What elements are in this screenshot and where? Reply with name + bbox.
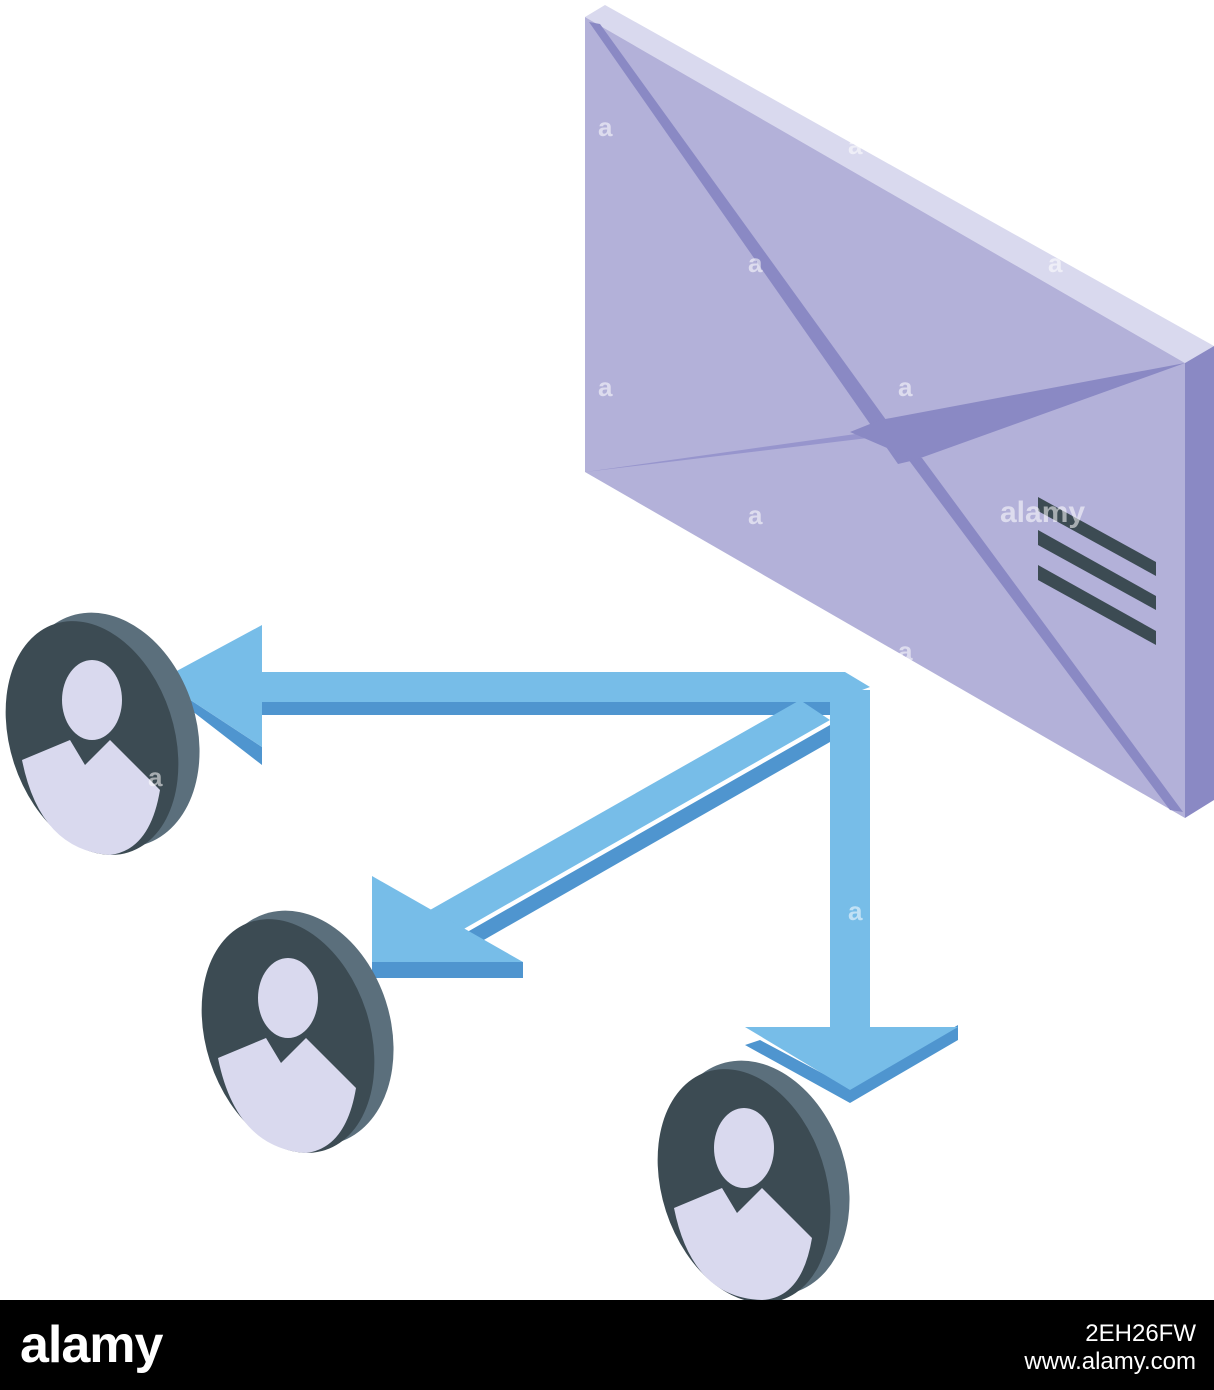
user-avatar-icon: [22, 660, 160, 855]
user-avatar-icon: [674, 1108, 812, 1300]
envelope-side-edge: [1185, 346, 1214, 818]
arrow-left-head: [160, 625, 262, 747]
footer-image-info: 2EH26FW www.alamy.com: [1024, 1320, 1196, 1376]
recipient-avatar-1: [5, 612, 200, 855]
site-url: www.alamy.com: [1024, 1348, 1196, 1375]
arrow-diagonal-shaft: [430, 700, 830, 930]
address-line-3: [1038, 565, 1156, 645]
recipient-avatar-2: [201, 910, 394, 1153]
arrow-left-shaft: [262, 672, 870, 702]
email-distribution-illustration: [5, 5, 1214, 1300]
image-code: 2EH26FW: [1085, 1320, 1196, 1347]
arrow-down-shaft: [830, 690, 870, 1027]
recipient-avatar-3: [657, 1060, 850, 1300]
user-avatar-icon: [218, 958, 356, 1153]
arrow-diagonal-side: [462, 725, 830, 945]
footer-logo: alamy: [20, 1316, 163, 1374]
address-line-1: [1038, 497, 1156, 576]
envelope-fold-left: [589, 22, 915, 464]
arrow-left-side: [262, 690, 870, 715]
footer-bar: alamy 2EH26FW www.alamy.com: [0, 1300, 1214, 1390]
envelope-top-edge: [585, 5, 1214, 363]
envelope-fold-bottom: [905, 455, 1183, 812]
envelope-fold-flap-shadow: [850, 363, 1185, 460]
branching-arrows-icon: [160, 625, 958, 1103]
arrow-diagonal-head-side: [372, 962, 523, 978]
arrow-diagonal-head: [372, 876, 523, 962]
arrow-down-head: [745, 1027, 958, 1090]
envelope-icon: [585, 5, 1214, 818]
address-line-2: [1038, 530, 1156, 610]
